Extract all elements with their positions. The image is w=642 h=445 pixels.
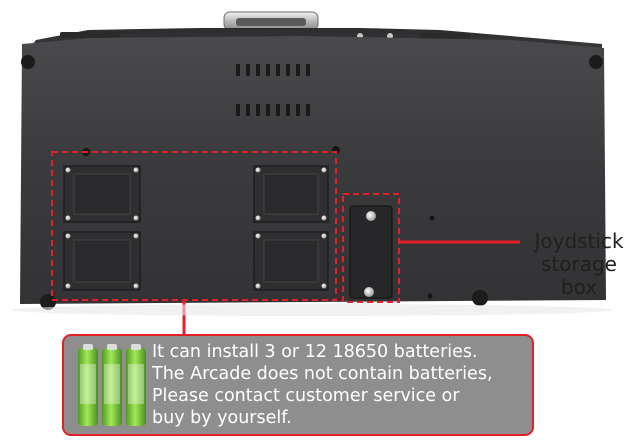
storage-box-cover — [349, 205, 393, 299]
handle-icon — [223, 11, 319, 31]
battery-compartment — [253, 231, 329, 291]
info-line-1: It can install 3 or 12 18650 batteries. — [152, 342, 478, 362]
joystick-storage-label: Joydstick storage box — [520, 230, 638, 299]
screw-icon — [21, 55, 603, 310]
top-ports — [60, 32, 470, 39]
battery-icon — [78, 344, 146, 426]
battery-compartment — [63, 165, 141, 223]
info-line-3: Please contact customer service or — [152, 386, 460, 406]
callout-line-3: box — [560, 275, 598, 299]
vent-slot-icon — [236, 64, 310, 116]
battery-area-outline — [51, 151, 337, 301]
battery-compartment — [253, 165, 329, 223]
storage-box-outline — [342, 193, 400, 303]
battery-compartment — [63, 231, 141, 291]
info-line-4: buy by yourself. — [152, 408, 292, 428]
battery-info-text: It can install 3 or 12 18650 batteries. … — [152, 341, 532, 429]
info-line-2: The Arcade does not contain batteries, — [152, 364, 493, 384]
callout-line-2: storage — [541, 252, 617, 276]
callout-line-1: Joydstick — [534, 229, 624, 253]
